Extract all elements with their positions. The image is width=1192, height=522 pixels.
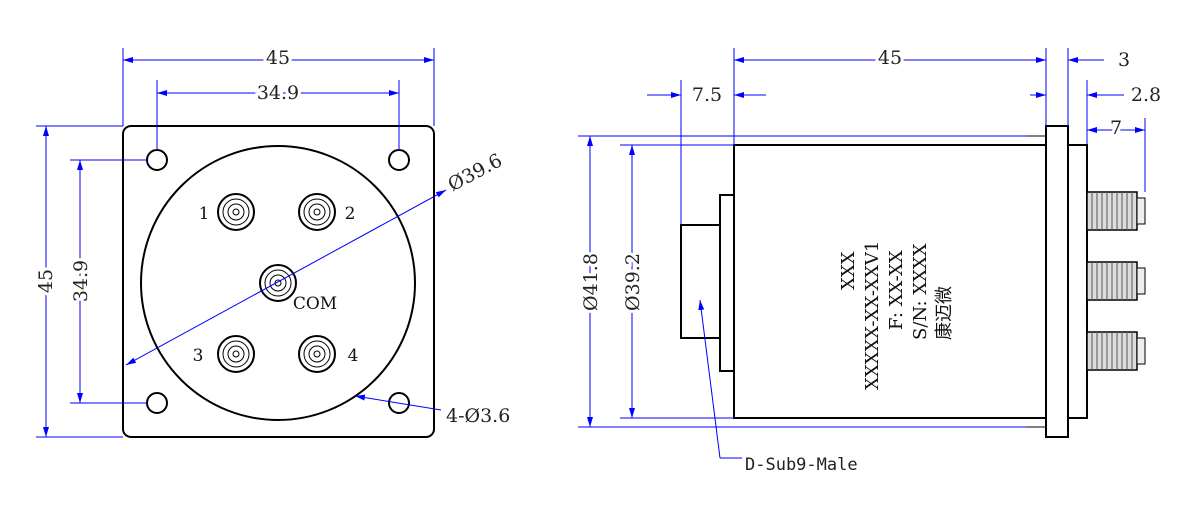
port-3-label: 3	[193, 346, 204, 366]
dim-holes-label: 4-Ø3.6	[446, 405, 510, 427]
port-com	[259, 264, 297, 302]
side-view: XXX XXXXX-XX-XXV1 F: XX-XX S/N: XXXX 康迈微…	[577, 44, 1161, 475]
side-flange	[1045, 125, 1069, 438]
side-flange-step	[1067, 144, 1088, 419]
dim-width: 45	[122, 44, 435, 126]
dsub-label: D-Sub9-Male	[745, 455, 858, 475]
sma-connector-3	[1086, 331, 1146, 371]
dsub-leader: D-Sub9-Male	[698, 299, 858, 475]
port-1	[217, 193, 255, 231]
sma-connector-2	[1086, 261, 1146, 301]
body-text-line: 康迈微	[934, 286, 955, 340]
port-2-label: 2	[345, 204, 356, 224]
dim-height: 45	[32, 125, 123, 438]
dim-diameter-label: Ø39.6	[444, 149, 505, 196]
dim-connector-label: 7	[1110, 117, 1122, 139]
port-4-label: 4	[348, 346, 359, 366]
port-3	[217, 335, 255, 373]
dim-body-dia-label: Ø39.2	[622, 253, 644, 311]
dim-flange-inner-label: 2.8	[1131, 84, 1161, 106]
mounting-hole	[146, 392, 168, 414]
dim-outer-dia-label: Ø41.8	[580, 253, 602, 311]
port-2	[298, 193, 336, 231]
body-text-line: S/N: XXXX	[910, 243, 931, 340]
dim-height-label: 45	[35, 269, 57, 293]
dim-flange-label: 3	[1118, 49, 1130, 71]
dim-outer-dia: Ø41.8	[577, 135, 1027, 428]
port-com-label: COM	[293, 294, 337, 314]
dim-length: 45 3	[733, 44, 1130, 145]
port-4	[298, 335, 336, 373]
dim-dsub-offset-label: 7.5	[692, 84, 722, 106]
sma-connector-1	[1086, 191, 1146, 231]
body-text-line: XXXXX-XX-XXV1	[862, 241, 883, 390]
dsub-base	[719, 194, 735, 372]
dim-dsub-offset: 7.5	[647, 80, 766, 225]
mounting-hole	[388, 149, 410, 171]
dim-holes: 4-Ø3.6	[354, 394, 510, 427]
dim-width-label: 45	[266, 47, 290, 69]
body-text-line: XXX	[838, 251, 859, 290]
front-body-circle	[140, 145, 416, 421]
port-1-label: 1	[199, 204, 210, 224]
body-marking: XXX XXXXX-XX-XXV1 F: XX-XX S/N: XXXX 康迈微	[838, 241, 955, 390]
dim-length-label: 45	[878, 47, 902, 69]
dim-hole-spacing-label: 34.9	[257, 82, 299, 104]
front-view: 1 2 COM 3 4 45 34.9 45	[32, 44, 510, 438]
dim-hole-spacing-v: 34.9	[67, 159, 147, 404]
dsub-connector	[680, 224, 721, 339]
mounting-hole	[146, 149, 168, 171]
dim-hole-spacing-v-label: 34.9	[70, 260, 92, 302]
dim-body-dia: Ø39.2	[619, 144, 734, 419]
dim-diameter: Ø39.6	[125, 149, 506, 366]
dim-hole-spacing: 34.9	[156, 79, 400, 150]
body-text-line: F: XX-XX	[886, 250, 907, 330]
dim-flange-inner: 2.8	[1030, 80, 1161, 145]
dim-connector: 7	[1087, 114, 1146, 192]
mounting-hole	[388, 392, 410, 414]
